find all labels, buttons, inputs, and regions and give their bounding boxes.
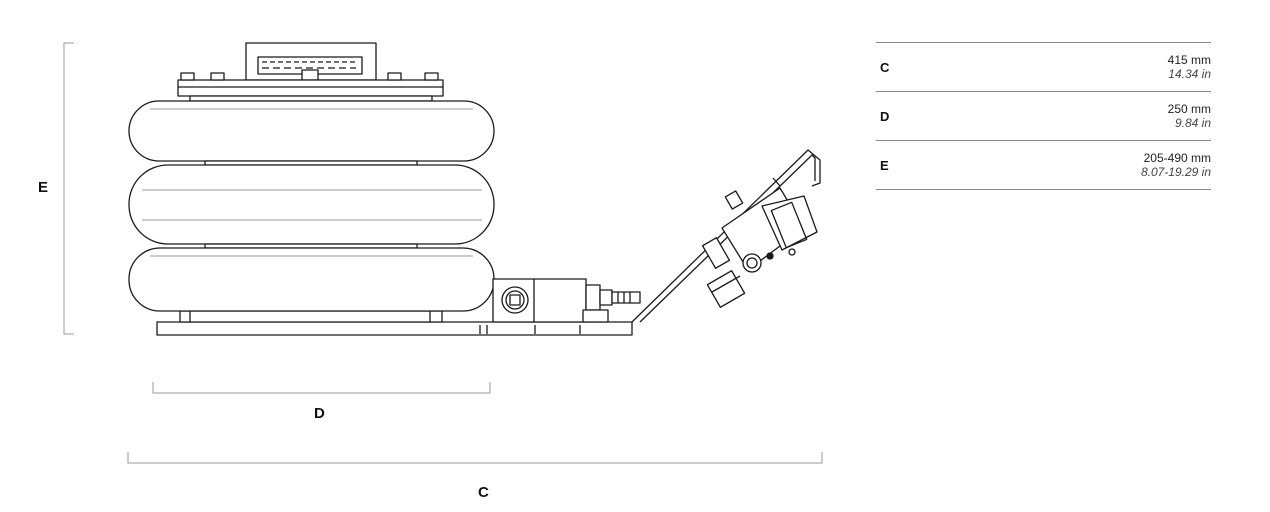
spec-value: 205-490 mm 8.07-19.29 in	[1141, 151, 1211, 179]
bellows-bottom	[128, 247, 495, 312]
dimension-spec-table: C 415 mm 14.34 in D 250 mm 9.84 in E 205…	[876, 42, 1211, 190]
top-plate	[177, 42, 444, 102]
spec-metric: 250 mm	[1167, 102, 1211, 116]
spec-imperial: 14.34 in	[1168, 67, 1211, 81]
spec-imperial: 8.07-19.29 in	[1140, 165, 1211, 179]
dimension-label-e: E	[38, 179, 49, 196]
spec-imperial: 9.84 in	[1174, 116, 1211, 130]
spec-key: C	[880, 60, 890, 75]
bellows-top	[128, 100, 495, 162]
spec-row-e: E 205-490 mm 8.07-19.29 in	[876, 141, 1211, 190]
dimension-line-c	[127, 452, 823, 464]
spec-key: E	[880, 158, 889, 173]
spec-value: 250 mm 9.84 in	[1168, 102, 1211, 130]
spec-value: 415 mm 14.34 in	[1168, 53, 1211, 81]
control-valve	[701, 187, 818, 308]
spec-key: D	[880, 109, 890, 124]
spec-row-c: C 415 mm 14.34 in	[876, 43, 1211, 92]
spec-row-d: D 250 mm 9.84 in	[876, 92, 1211, 141]
dimension-label-c: C	[478, 484, 489, 501]
spec-metric: 415 mm	[1167, 53, 1211, 67]
valve-block	[492, 278, 587, 323]
spec-metric: 205-490 mm	[1143, 151, 1211, 165]
bellows-middle	[128, 164, 495, 245]
dimension-line-d	[152, 382, 491, 394]
dimension-label-d: D	[314, 405, 325, 422]
handle-arm	[631, 149, 821, 323]
dimension-line-e	[63, 42, 74, 335]
hose-coupler	[582, 284, 641, 323]
